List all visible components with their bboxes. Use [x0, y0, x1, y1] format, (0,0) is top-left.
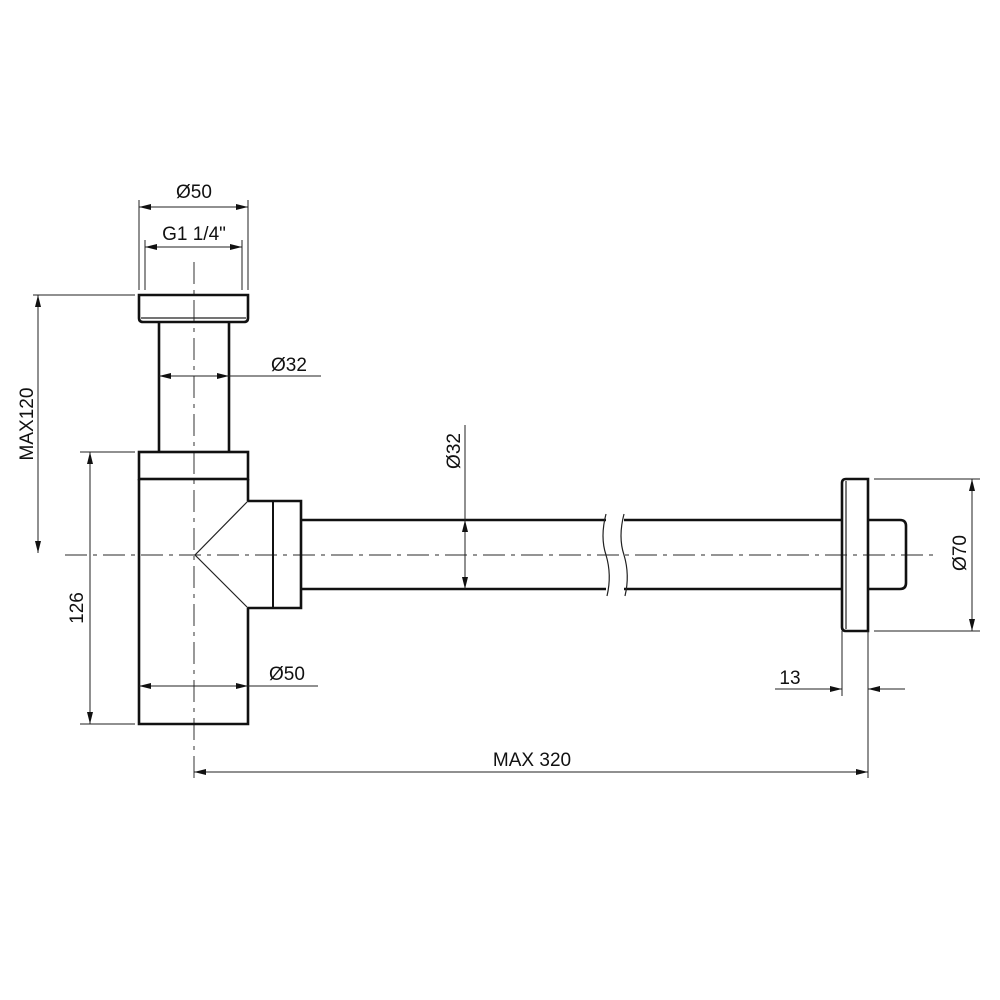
flange-diameter-label: Ø70: [950, 535, 971, 571]
branch-intersection-lines: [194, 500, 249, 609]
flange-thickness-label: 13: [779, 668, 800, 689]
cap-diameter-label: Ø50: [176, 182, 212, 203]
vertical-pipe: [157, 322, 231, 452]
pipe-diameter-label: Ø32: [444, 433, 465, 469]
max-height-label: MAX120: [17, 388, 38, 461]
flange-thickness-extensions: [841, 631, 869, 778]
horizontal-pipe: [301, 518, 842, 591]
pipe-break-mark: [602, 513, 628, 597]
flange-diameter-extensions: [874, 478, 980, 632]
body-diameter-label: Ø50: [269, 664, 305, 685]
body-height-extensions: [80, 451, 135, 725]
upper-pipe-diameter-label: Ø32: [271, 355, 307, 376]
body-height-label: 126: [67, 592, 88, 624]
cap-extension-lines: [138, 200, 249, 290]
tee-collar: [137, 450, 250, 481]
wall-flange: [840, 477, 870, 633]
side-branch: [248, 499, 303, 610]
thread-label: G1 1/4": [162, 224, 226, 245]
top-cap: [137, 293, 250, 324]
trap-body: [137, 479, 250, 726]
wall-stub: [868, 518, 908, 591]
max-length-label: MAX 320: [493, 750, 571, 771]
